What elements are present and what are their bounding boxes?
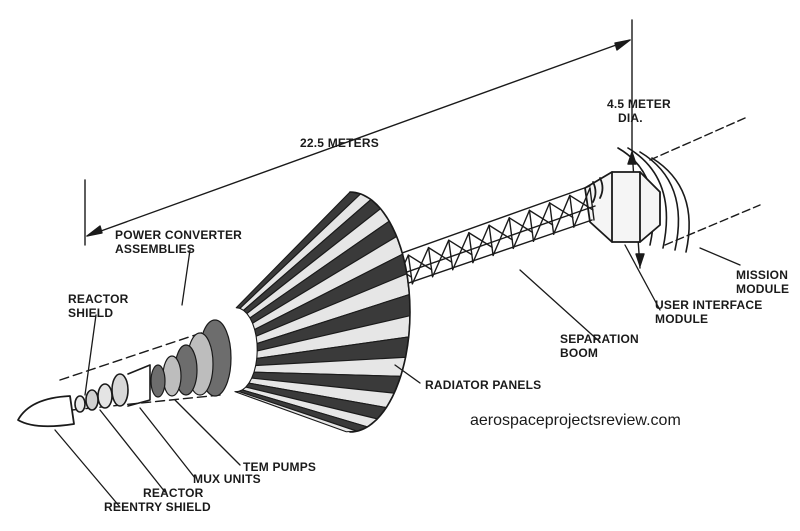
boom-brace xyxy=(552,194,571,235)
power-converter-rings xyxy=(150,319,232,398)
boom-strut xyxy=(407,254,414,285)
user-interface-label-line2: MODULE xyxy=(655,312,709,326)
boom-strut xyxy=(448,239,454,271)
boom-brace xyxy=(452,232,470,271)
radiator-panels-label: RADIATOR PANELS xyxy=(425,378,542,392)
boom-brace xyxy=(512,209,531,250)
power-converter-label-line1: POWER CONVERTER xyxy=(115,228,243,242)
mission-module-label-line1: MISSION xyxy=(736,268,789,282)
mux-units-label: MUX UNITS xyxy=(193,472,261,486)
tem-pumps-label: TEM PUMPS xyxy=(243,460,317,474)
boom-brace xyxy=(411,246,430,285)
boom-brace xyxy=(448,239,473,256)
boom-strut xyxy=(589,187,595,221)
boom-strut xyxy=(569,194,575,228)
boom-strut xyxy=(528,209,535,242)
leader-lines xyxy=(54,244,741,508)
watermark: aerospaceprojectsreview.com xyxy=(470,412,681,429)
mission-module-label-line2: MODULE xyxy=(736,282,790,296)
diameter-label-line2: DIA. xyxy=(618,111,643,125)
boom-brace xyxy=(548,202,574,219)
boom-brace xyxy=(431,239,450,278)
radiator-panels-cone xyxy=(234,191,411,433)
boom-brace xyxy=(427,246,453,263)
boom-brace xyxy=(492,217,510,257)
boom-strut xyxy=(548,202,555,235)
boom-brace xyxy=(407,254,433,271)
reentry-shield-label: REENTRY SHIELD xyxy=(104,500,211,514)
boom-brace xyxy=(528,209,554,226)
boom-strut xyxy=(468,232,474,264)
boom-brace xyxy=(488,224,513,241)
radiator-panel xyxy=(234,390,358,433)
reactor-shield-label-line1: REACTOR xyxy=(68,292,129,306)
length-dimension-line xyxy=(84,19,633,246)
radiator-rim xyxy=(349,191,411,433)
converter-ring xyxy=(162,355,182,397)
reactor-shield-label-line2: SHIELD xyxy=(68,306,114,320)
mission-module-outline xyxy=(649,117,761,246)
boom-brace xyxy=(573,187,591,228)
reentry-shield-cone xyxy=(17,395,75,428)
boom-strut xyxy=(427,246,434,278)
separation-boom-label-line2: BOOM xyxy=(560,346,599,360)
boom-brace xyxy=(508,217,534,234)
boom-brace xyxy=(468,232,493,248)
reactor-axis xyxy=(59,329,221,411)
separation-boom-label-line1: SEPARATION xyxy=(560,332,639,346)
boom-brace xyxy=(569,194,594,211)
diameter-label-line1: 4.5 METER xyxy=(607,97,671,111)
power-converter-label-line2: ASSEMBLIES xyxy=(115,242,196,256)
reactor-label: REACTOR xyxy=(143,486,204,500)
user-interface-label-line1: USER INTERFACE xyxy=(655,298,763,312)
boom-brace xyxy=(532,202,551,242)
boom-strut xyxy=(488,224,494,257)
converter-ring xyxy=(150,364,166,398)
boom-brace xyxy=(472,224,490,264)
user-interface-module xyxy=(584,171,661,243)
boom-strut xyxy=(508,217,514,250)
reactor-stack xyxy=(74,364,151,413)
length-label: 22.5 METERS xyxy=(300,136,379,150)
